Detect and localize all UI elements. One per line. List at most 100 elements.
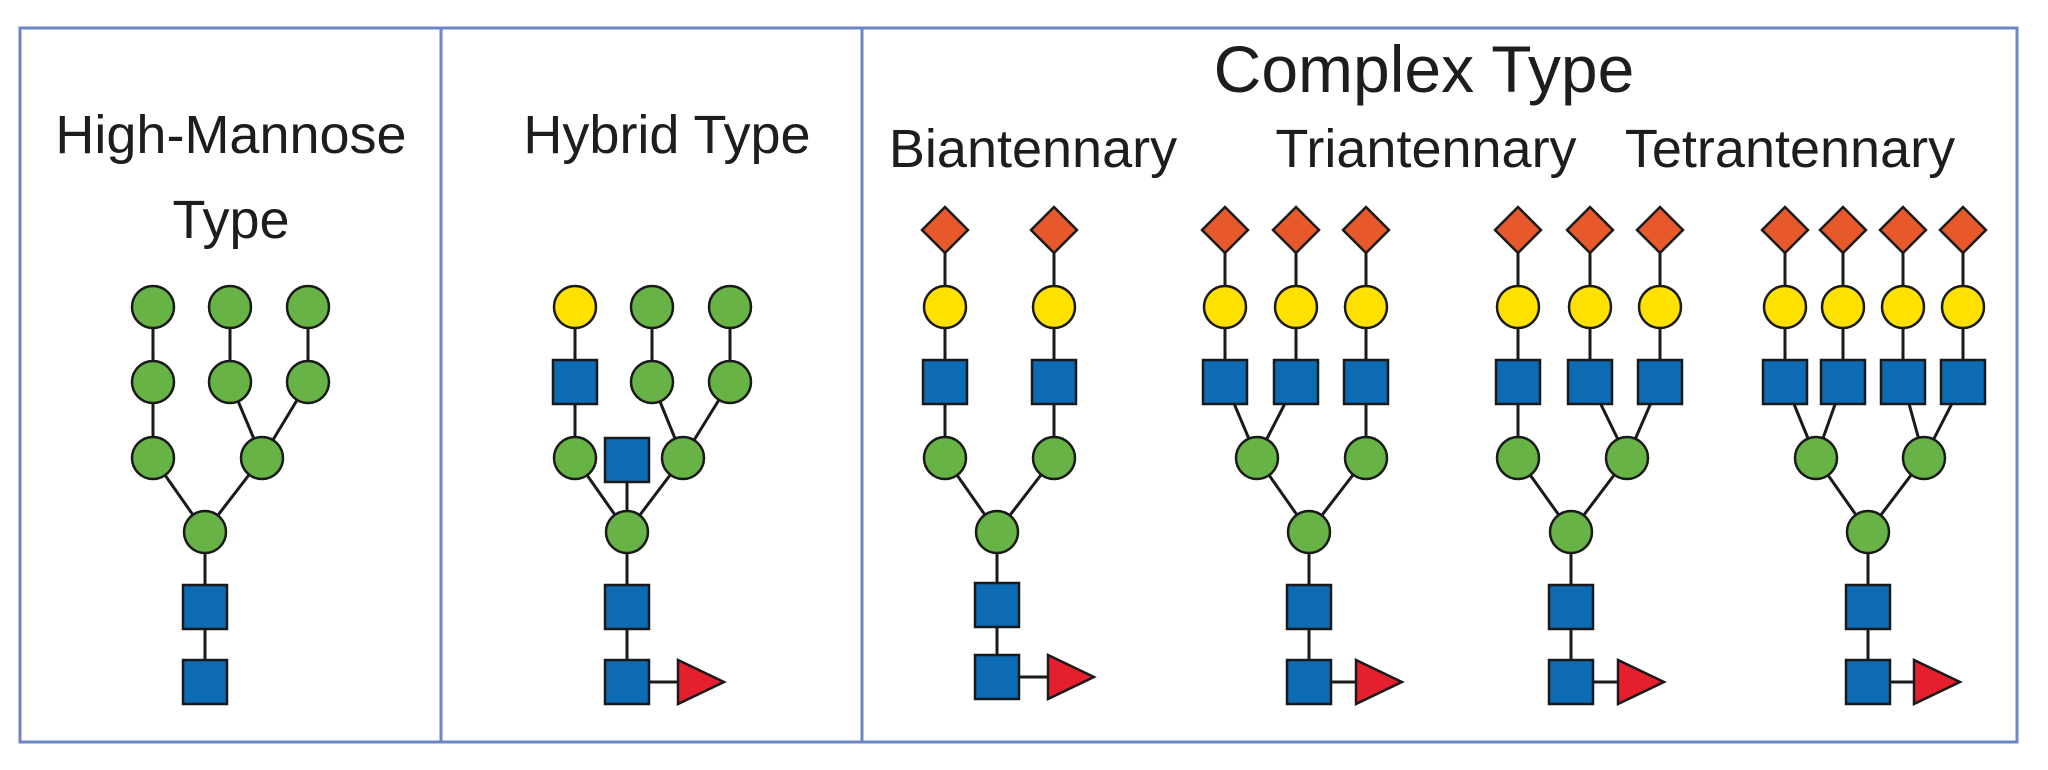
glcnac-square: [1494, 358, 1542, 406]
glcnac-square: [603, 436, 651, 484]
glcnac-square: [1844, 658, 1892, 706]
galactose-circle: [1637, 284, 1683, 330]
sialic-acid-diamond: [1760, 205, 1810, 255]
mannose-circle: [1793, 435, 1839, 481]
glcnac-square: [551, 358, 599, 406]
glcnac-square: [603, 658, 651, 706]
sialic-acid-diamond: [1200, 205, 1250, 255]
mannose-circle: [1234, 435, 1280, 481]
fucose-triangle: [1046, 653, 1097, 701]
mannose-circle: [707, 284, 753, 330]
mannose-circle: [1604, 435, 1650, 481]
mannose-circle: [1495, 435, 1541, 481]
mannose-circle: [660, 435, 706, 481]
glcnac-square: [1030, 358, 1078, 406]
high-mannose-glycan: [130, 284, 331, 706]
glcnac-square: [181, 658, 229, 706]
glcnac-square: [1547, 658, 1595, 706]
sialic-acid-diamond: [1493, 205, 1543, 255]
biantennary-glycan: [920, 205, 1097, 701]
complex-panel: [860, 26, 2019, 744]
galactose-circle: [1343, 284, 1389, 330]
mannose-circle: [1845, 509, 1891, 555]
mannose-circle: [130, 359, 176, 405]
galactose-circle: [1495, 284, 1541, 330]
glcnac-square: [1939, 358, 1987, 406]
mannose-circle: [130, 435, 176, 481]
fucose-triangle: [1354, 658, 1405, 706]
sialic-acid-diamond: [920, 205, 970, 255]
glcnac-square: [1819, 358, 1867, 406]
galactose-circle: [1880, 284, 1926, 330]
glcnac-square: [1272, 358, 1320, 406]
mannose-circle: [552, 435, 598, 481]
sialic-acid-diamond: [1271, 205, 1321, 255]
mannose-circle: [285, 284, 331, 330]
sialic-acid-diamond: [1635, 205, 1685, 255]
mannose-circle: [207, 284, 253, 330]
galactose-circle: [1273, 284, 1319, 330]
glcnac-square: [1844, 583, 1892, 631]
mannose-circle: [629, 359, 675, 405]
triantennary-b-glycan: [1493, 205, 1685, 706]
fucose-triangle: [1616, 658, 1667, 706]
galactose-circle: [1031, 284, 1077, 330]
sialic-acid-diamond: [1341, 205, 1391, 255]
mannose-circle: [974, 509, 1020, 555]
mannose-circle: [1031, 435, 1077, 481]
fucose-triangle: [1912, 658, 1963, 706]
sialic-acid-diamond: [1818, 205, 1868, 255]
glcnac-square: [1761, 358, 1809, 406]
glcnac-square: [1636, 358, 1684, 406]
glcnac-square: [973, 581, 1021, 629]
galactose-circle: [1567, 284, 1613, 330]
galactose-circle: [1940, 284, 1986, 330]
glcnac-square: [973, 653, 1021, 701]
mannose-circle: [1901, 435, 1947, 481]
glcnac-square: [1201, 358, 1249, 406]
glcnac-square: [1566, 358, 1614, 406]
triantennary-title: Triantennary: [1275, 119, 1576, 179]
mannose-circle: [1286, 509, 1332, 555]
mannose-circle: [239, 435, 285, 481]
glcnac-square: [1879, 358, 1927, 406]
mannose-circle: [182, 509, 228, 555]
glycan-structures: [130, 205, 1988, 706]
hybrid-title: Hybrid Type: [523, 105, 810, 165]
mannose-circle: [922, 435, 968, 481]
sialic-acid-diamond: [1938, 205, 1988, 255]
fucose-triangle: [676, 658, 727, 706]
tetrantennary-title: Tetrantennary: [1625, 119, 1955, 179]
glcnac-square: [921, 358, 969, 406]
glcnac-square: [1285, 583, 1333, 631]
galactose-circle: [1762, 284, 1808, 330]
galactose-circle: [552, 284, 598, 330]
galactose-circle: [1820, 284, 1866, 330]
sialic-acid-diamond: [1565, 205, 1615, 255]
mannose-circle: [130, 284, 176, 330]
mannose-circle: [707, 359, 753, 405]
complex-title: Complex Type: [1214, 32, 1635, 106]
glcnac-square: [603, 583, 651, 631]
mannose-circle: [1548, 509, 1594, 555]
mannose-circle: [1343, 435, 1389, 481]
mannose-circle: [207, 359, 253, 405]
high-mannose-title-line1: High-Mannose: [55, 105, 406, 165]
glcnac-square: [181, 583, 229, 631]
mannose-circle: [629, 284, 675, 330]
high-mannose-title-line2: Type: [172, 190, 289, 250]
glcnac-square: [1342, 358, 1390, 406]
mannose-circle: [604, 509, 650, 555]
tetrantennary-glycan: [1760, 205, 1988, 706]
biantennary-title: Biantennary: [889, 119, 1177, 179]
galactose-circle: [1202, 284, 1248, 330]
hybrid-glycan: [551, 284, 753, 706]
glcnac-square: [1547, 583, 1595, 631]
glcnac-square: [1285, 658, 1333, 706]
mannose-circle: [285, 359, 331, 405]
galactose-circle: [922, 284, 968, 330]
triantennary-a-glycan: [1200, 205, 1405, 706]
sialic-acid-diamond: [1878, 205, 1928, 255]
sialic-acid-diamond: [1029, 205, 1079, 255]
